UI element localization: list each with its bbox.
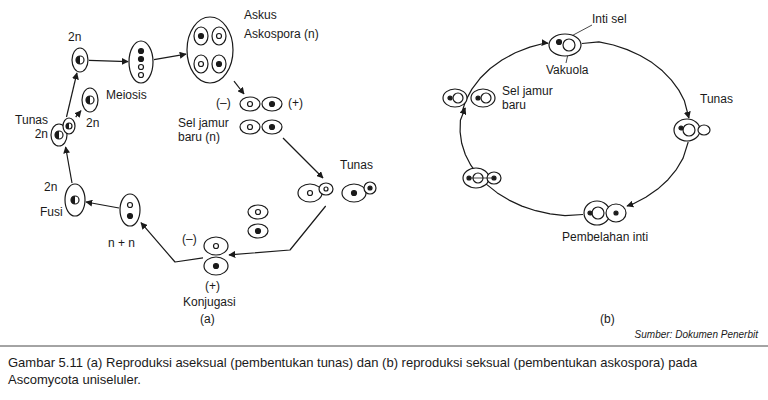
cycle-arrow <box>283 138 323 178</box>
cycle-arrow <box>627 142 688 206</box>
yeast-cell-stage: Tunas <box>296 178 378 206</box>
yeast-cell-pair <box>248 205 268 238</box>
cycle-arrow <box>234 81 244 94</box>
stage-label: Pembelahan inti <box>562 230 648 244</box>
stage-label: (+) <box>288 96 303 110</box>
stage-label: Meiosis <box>106 88 147 102</box>
caption-rule <box>0 346 768 347</box>
cell-outline <box>119 193 141 227</box>
stage-label: 2n <box>68 30 81 44</box>
stage-label: 2n <box>86 116 99 130</box>
cell-outline <box>442 88 496 108</box>
cell-outline <box>673 118 711 142</box>
stage-label: (–) <box>182 232 197 246</box>
stage-label: Tunas 2n <box>10 113 48 141</box>
cycle-arrow <box>582 42 689 118</box>
yeast-cell-stage: 2nFusi <box>64 183 86 217</box>
yeast-cell-stage: Meiosis <box>128 40 154 84</box>
figure-caption: Gambar 5.11 (a) Reproduksi aseksual (pem… <box>8 354 760 388</box>
cycle-arrow <box>141 223 203 262</box>
source-note: Sumber: Dokumen Penerbit <box>635 328 758 342</box>
panel-letter: (a) <box>200 312 215 326</box>
stage-label: Sel jamur baru <box>502 84 562 112</box>
dividing-yeast-cell <box>463 168 501 188</box>
yeast-cell-stage: 2n <box>71 47 89 73</box>
cell-outline <box>64 183 86 217</box>
cell-outline <box>548 33 582 57</box>
yeast-cell-stage: (–)(+)Konjugasi <box>203 236 229 276</box>
stage-label: Konjugasi <box>183 295 236 309</box>
stage-label: n + n <box>108 236 135 250</box>
stage-label: Tunas <box>340 158 373 172</box>
yeast-cell-stage: AskusAskospora (n) <box>186 16 234 84</box>
cycle-arrow <box>460 108 583 216</box>
yeast-cell-stage: (–)(+)Sel jamur baru (n) <box>238 94 284 138</box>
stage-label: Inti sel <box>592 12 627 26</box>
yeast-cell-stage: 2n <box>81 87 99 113</box>
cell-outline <box>71 47 89 73</box>
stage-label: (+) <box>205 279 220 293</box>
stage-label: Askus <box>244 8 277 22</box>
stage-label: (–) <box>216 96 231 110</box>
cycle-arrow <box>229 206 326 255</box>
cycle-arrow <box>66 147 72 183</box>
stage-label: Askospora (n) <box>244 27 319 41</box>
stage-label: Tunas <box>700 92 733 106</box>
cycle-arrow <box>154 54 186 60</box>
yeast-cell-stage: Pembelahan inti <box>583 200 627 226</box>
yeast-cell-stage: Sel jamur baru <box>442 88 496 108</box>
stage-label: Vakuola <box>546 63 588 77</box>
cell-outline <box>81 87 99 113</box>
cell-outline <box>296 178 378 206</box>
yeast-cell-stage: Tunas <box>673 118 711 142</box>
cycle-arrow <box>89 60 128 61</box>
cell-outline <box>238 94 284 138</box>
yeast-cell-stage: n + n <box>119 193 141 227</box>
cell-outline <box>186 16 234 84</box>
panel-letter: (b) <box>600 312 615 326</box>
cell-outline <box>128 40 154 84</box>
cell-outline <box>583 200 627 226</box>
cell-outline <box>203 236 229 276</box>
stage-label: 2n <box>44 180 57 194</box>
stage-label: Sel jamur baru (n) <box>178 116 236 144</box>
cycle-arrow <box>67 73 77 117</box>
cycle-arrow <box>76 111 81 117</box>
yeast-cell-stage: Tunas 2n <box>50 117 76 147</box>
cycle-arrow <box>86 202 119 208</box>
yeast-cell-stage: Inti selVakuola <box>548 33 582 57</box>
cell-outline <box>50 117 76 147</box>
stage-label: Fusi <box>40 205 63 219</box>
